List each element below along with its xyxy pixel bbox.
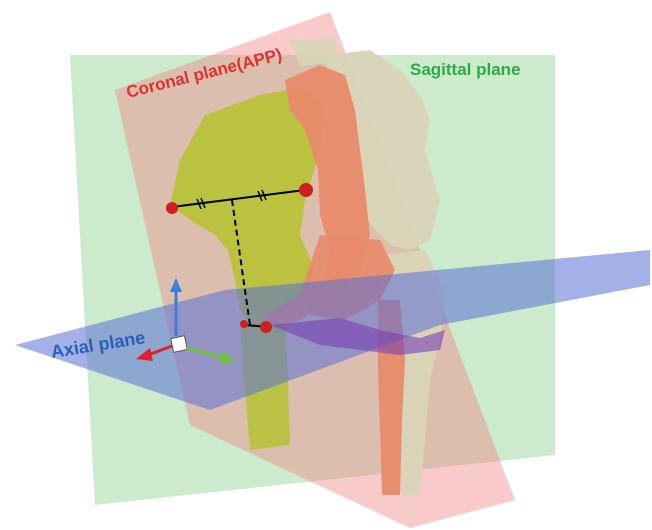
sagittal-plane-label: Sagittal plane bbox=[410, 60, 521, 79]
left-asis-landmark bbox=[166, 202, 178, 214]
left-pubic-landmark bbox=[240, 320, 248, 328]
right-asis-landmark bbox=[299, 183, 313, 197]
pubic-tubercle-landmark bbox=[260, 321, 272, 333]
axis-origin-cube bbox=[171, 336, 188, 353]
